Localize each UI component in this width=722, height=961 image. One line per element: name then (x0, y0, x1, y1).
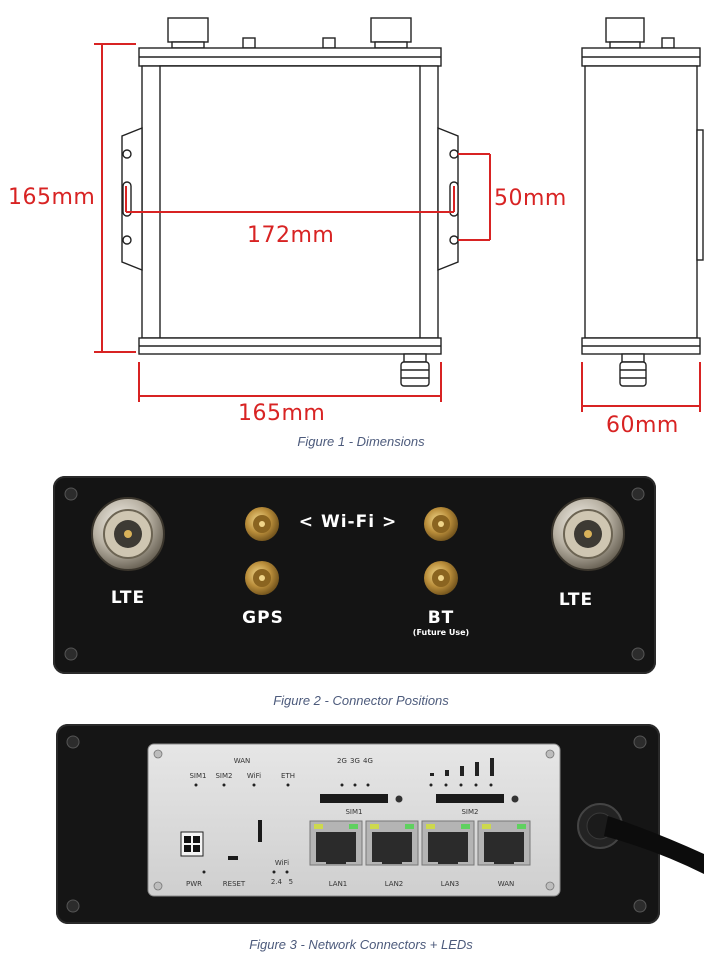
reset-label: RESET (222, 880, 246, 888)
wifi-bottom-label: WiFi (274, 859, 290, 867)
port-label-lan2: LAN2 (384, 880, 404, 888)
dimension-lines (94, 43, 701, 412)
depth-dimension-label: 60mm (606, 413, 679, 438)
bt-label: BT (427, 608, 455, 628)
gps-connector (245, 561, 279, 595)
wifi-bands-label: 2.4 5 (270, 878, 294, 886)
mount-width-dimension-label: 172mm (247, 223, 335, 248)
rear-panel-drawing (66, 735, 704, 913)
gps-label: GPS (242, 608, 284, 628)
port-label-lan3: LAN3 (440, 880, 460, 888)
port-label-wan: WAN (497, 880, 515, 888)
front-panel-connectors (64, 487, 645, 661)
led-label-sim1: SIM1 (189, 772, 207, 780)
wifi-left-connector (245, 507, 279, 541)
dimensions-drawing (94, 17, 704, 412)
sim2-label: SIM2 (461, 808, 479, 816)
cable-gland (577, 803, 704, 874)
width-dimension-label: 165mm (238, 401, 326, 426)
port-label-lan1: LAN1 (328, 880, 348, 888)
signal-label-2g: 2G (337, 757, 347, 765)
wifi-right-connector (424, 507, 458, 541)
lte-right-label: LTE (558, 590, 594, 610)
figure-2-caption: Figure 2 - Connector Positions (273, 693, 449, 708)
lte-right-connector (551, 497, 625, 571)
wifi-label: < Wi-Fi > (298, 512, 398, 532)
sim1-label: SIM1 (345, 808, 363, 816)
bt-note-label: (Future Use) (412, 628, 470, 637)
lte-left-connector (91, 497, 165, 571)
wan-top-label: WAN (233, 757, 251, 765)
signal-label-3g: 3G (350, 757, 360, 765)
mount-height-dimension-label: 50mm (494, 186, 567, 211)
led-label-sim2: SIM2 (215, 772, 233, 780)
lte-left-label: LTE (110, 588, 146, 608)
height-dimension-label: 165mm (8, 185, 96, 210)
ethernet-ports (309, 820, 531, 866)
figure-1-caption: Figure 1 - Dimensions (297, 434, 425, 449)
led-label-wifi: WiFi (246, 772, 262, 780)
bt-connector (424, 561, 458, 595)
led-label-eth: ETH (281, 772, 295, 780)
figure-3-caption: Figure 3 - Network Connectors + LEDs (249, 937, 473, 952)
signal-label-4g: 4G (363, 757, 373, 765)
pwr-label: PWR (185, 880, 202, 888)
